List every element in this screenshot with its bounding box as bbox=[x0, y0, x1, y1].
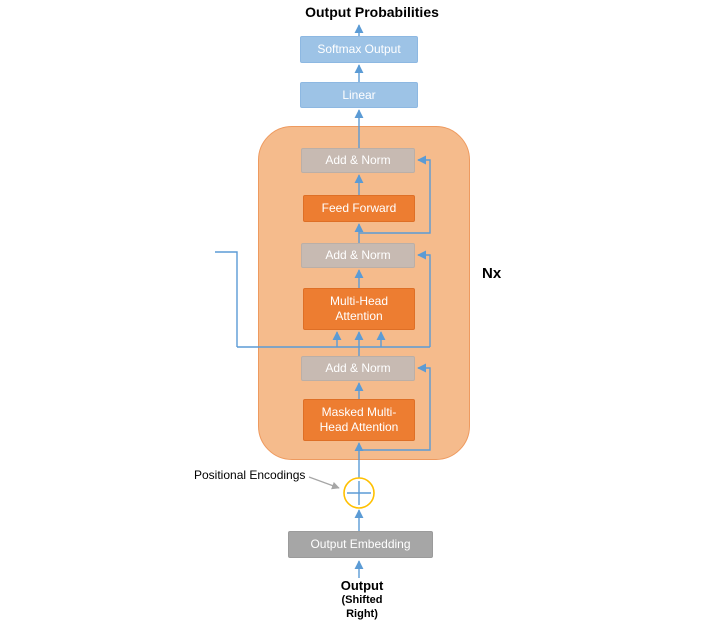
output-label-group: Output (Shifted Right) bbox=[302, 578, 422, 622]
linear-box: Linear bbox=[300, 82, 418, 108]
masked-multi-head-attention-box: Masked Multi-Head Attention bbox=[303, 399, 415, 441]
add-norm-1-box: Add & Norm bbox=[301, 148, 415, 173]
shifted-right-label: (Shifted Right) bbox=[341, 594, 383, 620]
output-label: Output bbox=[340, 578, 384, 593]
positional-encoding-circle bbox=[343, 477, 375, 509]
positional-encodings-pointer bbox=[308, 476, 340, 490]
nx-label: Nx bbox=[482, 265, 502, 282]
add-norm-3-box: Add & Norm bbox=[301, 356, 415, 381]
positional-encodings-label: Positional Encodings bbox=[194, 468, 306, 482]
output-embedding-box: Output Embedding bbox=[288, 531, 433, 558]
add-norm-2-box: Add & Norm bbox=[301, 243, 415, 268]
softmax-output-box: Softmax Output bbox=[300, 36, 418, 63]
feed-forward-box: Feed Forward bbox=[303, 195, 415, 222]
output-probabilities-label: Output Probabilities bbox=[305, 4, 439, 20]
multi-head-attention-box: Multi-Head Attention bbox=[303, 288, 415, 330]
